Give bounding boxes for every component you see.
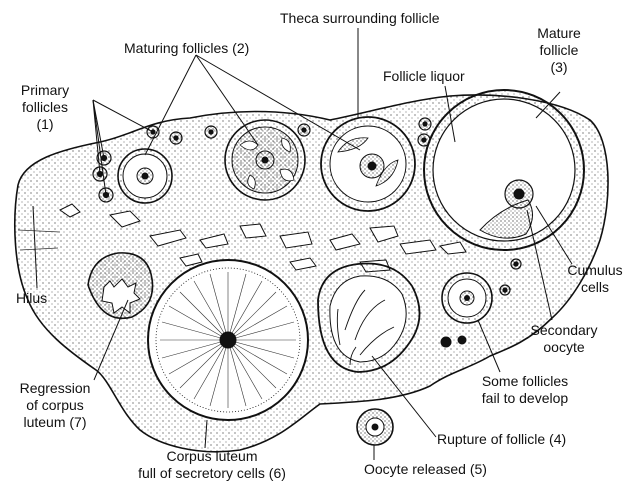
label-oocyte-released: Oocyte released (5)	[364, 461, 487, 478]
mature-follicle	[424, 90, 584, 250]
label-mature-follicle: Mature follicle (3)	[532, 25, 586, 76]
label-corpus-luteum: Corpus luteum full of secretory cells (6…	[112, 448, 312, 482]
maturing-follicle-b	[321, 117, 415, 211]
label-secondary-oocyte: Secondary oocyte	[522, 322, 606, 356]
label-primary-follicles: Primary follicles (1)	[12, 82, 78, 133]
label-follicle-liquor: Follicle liquor	[383, 68, 465, 85]
early-follicle	[118, 149, 172, 203]
label-theca: Theca surrounding follicle	[280, 10, 440, 27]
corpus-luteum	[148, 260, 308, 420]
released-oocyte	[357, 409, 393, 445]
label-some-follicles-fail: Some follicles fail to develop	[470, 373, 580, 407]
label-maturing-follicles: Maturing follicles (2)	[124, 40, 249, 57]
label-rupture-of-follicle: Rupture of follicle (4)	[437, 431, 566, 448]
label-hilus: Hilus	[16, 290, 47, 307]
label-cumulus-cells: Cumulus cells	[560, 262, 630, 296]
maturing-follicle-a	[225, 120, 305, 200]
label-regression-corpus-luteum: Regression of corpus luteum (7)	[14, 380, 96, 431]
